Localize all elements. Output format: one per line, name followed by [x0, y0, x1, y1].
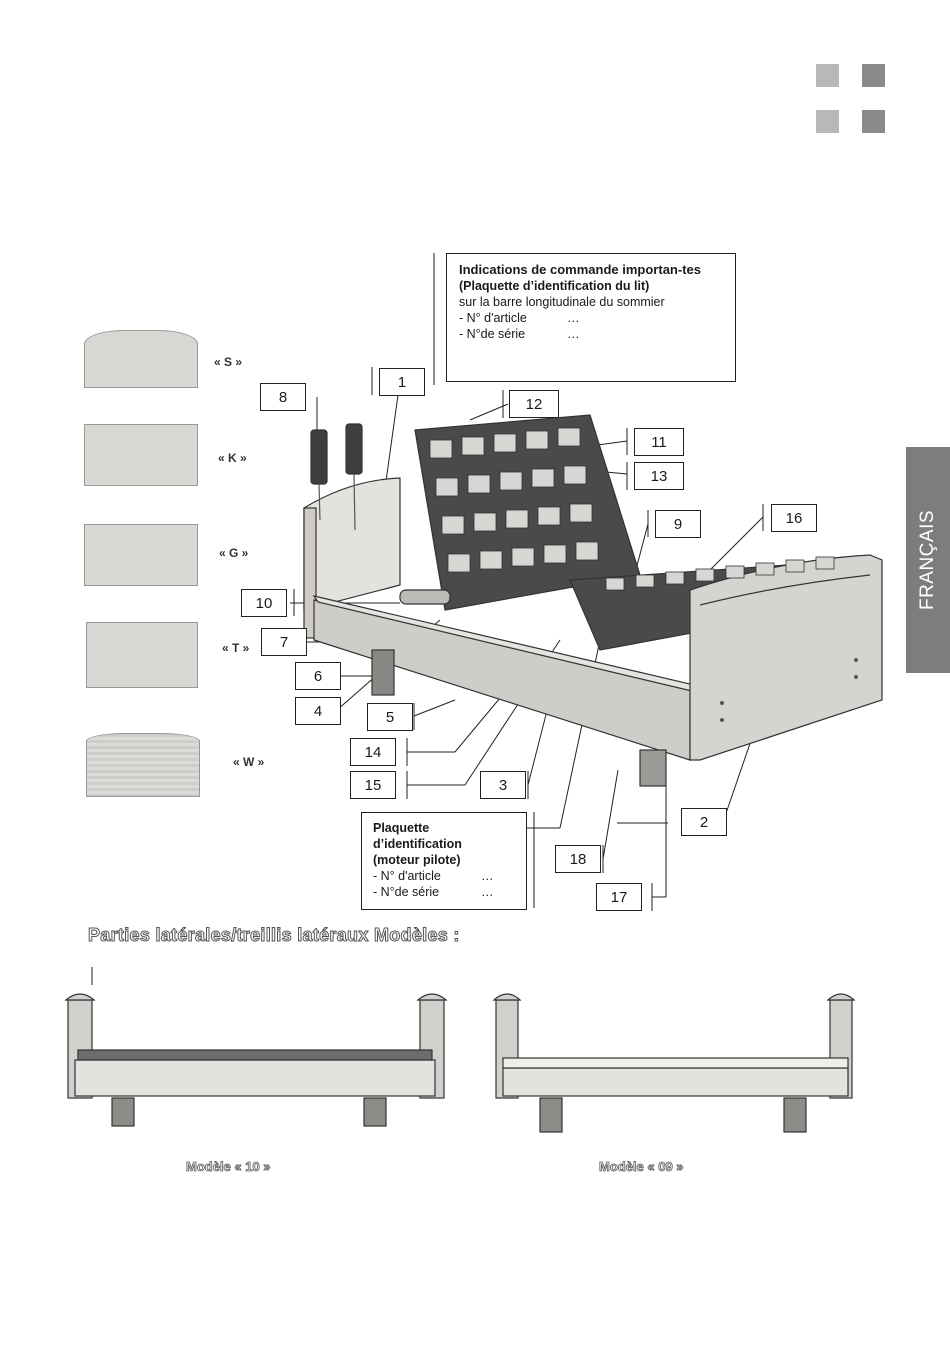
- info-article-row: - N° d'article …: [459, 310, 725, 326]
- corner-square-2: [862, 64, 885, 87]
- callout-4: 4: [295, 697, 341, 725]
- callout-16: 16: [771, 504, 817, 532]
- info-subtitle: (Plaquette d’identification du lit): [459, 279, 650, 293]
- headboard-w-image: [86, 733, 200, 797]
- callout-15: 15: [350, 771, 396, 799]
- motor-info-serial-value: …: [481, 885, 494, 899]
- motor-id-plate-info-box: Plaquette d’identification (moteur pilot…: [361, 812, 527, 910]
- headboard-k-image: [84, 424, 198, 486]
- motor-info-title-3: (moteur pilote): [373, 853, 461, 867]
- headboard-g-image: [84, 524, 198, 586]
- headboard-g-label: « G »: [219, 546, 249, 560]
- corner-square-1: [816, 64, 839, 87]
- callout-6: 6: [295, 662, 341, 690]
- callout-18: 18: [555, 845, 601, 873]
- callout-8: 8: [260, 383, 306, 411]
- callout-17: 17: [596, 883, 642, 911]
- motor-info-article-label: - N° d'article: [373, 869, 441, 883]
- callout-12: 12: [509, 390, 559, 418]
- info-serial-label: - N°de série: [459, 327, 526, 341]
- corner-square-3: [816, 110, 839, 133]
- motor-info-article-value: …: [481, 869, 494, 883]
- motor-info-title-1: Plaquette: [373, 821, 430, 835]
- motor-info-title-2: d’identification: [373, 837, 462, 851]
- corner-square-4: [862, 110, 885, 133]
- callout-1: 1: [379, 368, 425, 396]
- motor-info-serial-row: - N°de série …: [373, 884, 516, 900]
- model-09-caption: Modèle « 09 »: [599, 1159, 684, 1175]
- headboard-k-label: « K »: [218, 451, 247, 465]
- callout-10: 10: [241, 589, 287, 617]
- model-10-caption: Modèle « 10 »: [186, 1159, 271, 1175]
- language-tab: FRANÇAIS: [906, 447, 950, 673]
- motor-info-serial-label: - N°de série: [373, 885, 440, 899]
- info-serial-value: …: [567, 327, 580, 341]
- callout-14: 14: [350, 738, 396, 766]
- info-article-value: …: [567, 311, 580, 325]
- motor-info-article-row: - N° d'article …: [373, 868, 516, 884]
- headboard-s-image: [84, 330, 198, 388]
- headboard-s-label: « S »: [214, 355, 243, 369]
- callout-2: 2: [681, 808, 727, 836]
- callout-11: 11: [634, 428, 684, 456]
- callout-3: 3: [480, 771, 526, 799]
- info-location: sur la barre longitudinale du sommier: [459, 295, 665, 309]
- section-title: Parties latérales/treillis latéraux Modè…: [88, 925, 460, 946]
- callout-5: 5: [367, 703, 413, 731]
- headboard-t-image: [86, 622, 198, 688]
- info-serial-row: - N°de série …: [459, 326, 725, 342]
- info-title: Indications de commande importan-tes: [459, 262, 701, 277]
- bed-id-plate-info-box: Indications de commande importan-tes (Pl…: [446, 253, 736, 382]
- callout-9: 9: [655, 510, 701, 538]
- info-article-label: - N° d'article: [459, 311, 527, 325]
- headboard-w-label: « W »: [233, 755, 265, 769]
- callout-7: 7: [261, 628, 307, 656]
- headboard-t-label: « T »: [222, 641, 250, 655]
- callout-13: 13: [634, 462, 684, 490]
